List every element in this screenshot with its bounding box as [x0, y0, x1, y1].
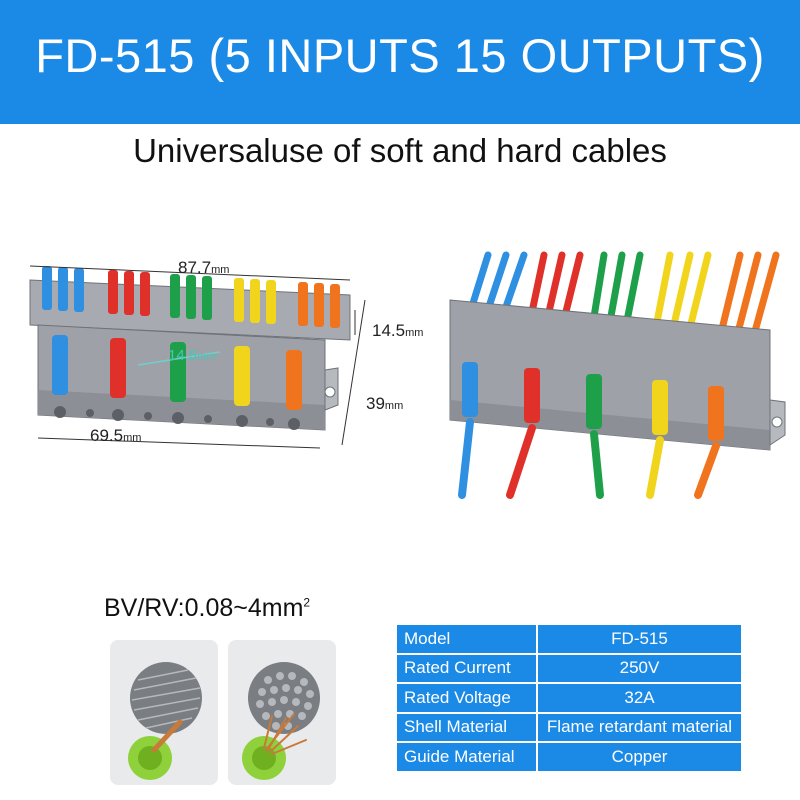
dim-length-top: 87.7mm	[178, 258, 230, 277]
top-levers-yellow	[234, 278, 276, 324]
input-lever-blue	[52, 335, 68, 395]
dim-height: 14.5mm	[372, 321, 424, 340]
top-levers-blue	[42, 266, 84, 312]
banner-title: FD-515 (5 INPUTS 15 OUTPUTS)	[35, 29, 765, 82]
solid-wire-illustration	[110, 640, 218, 785]
input-lever-red	[110, 338, 126, 398]
spec-key: Rated Voltage	[397, 684, 536, 712]
top-levers-orange	[298, 282, 340, 328]
spec-key: Rated Current	[397, 654, 536, 682]
connector-dimension-drawing	[29, 265, 366, 449]
title-banner: FD-515 (5 INPUTS 15 OUTPUTS)	[0, 0, 800, 124]
input-lever-green	[170, 342, 186, 402]
dim-depth: 39mm	[366, 394, 404, 413]
spec-value: Copper	[538, 743, 741, 771]
spec-value: Flame retardant material	[538, 713, 741, 741]
wire-spec: BV/RV:0.08~4mm2	[104, 594, 311, 622]
spec-key: Shell Material	[397, 713, 536, 741]
top-levers-red	[108, 270, 150, 316]
spec-key: Guide Material	[397, 743, 536, 771]
dim-length-bottom: 69.5mm	[90, 426, 142, 445]
dim-pitch: 14.8mm	[168, 347, 216, 364]
stranded-wire-illustration	[228, 640, 336, 785]
connector-with-wires	[449, 251, 786, 499]
spec-value: 32A	[538, 684, 741, 712]
input-lever-orange	[286, 350, 302, 410]
spec-value: 250V	[538, 654, 741, 682]
top-levers-green	[170, 274, 212, 320]
spec-value: FD-515	[538, 625, 741, 653]
subtitle: Universaluse of soft and hard cables	[133, 132, 667, 169]
spec-key: Model	[397, 625, 536, 653]
input-lever-yellow	[234, 346, 250, 406]
